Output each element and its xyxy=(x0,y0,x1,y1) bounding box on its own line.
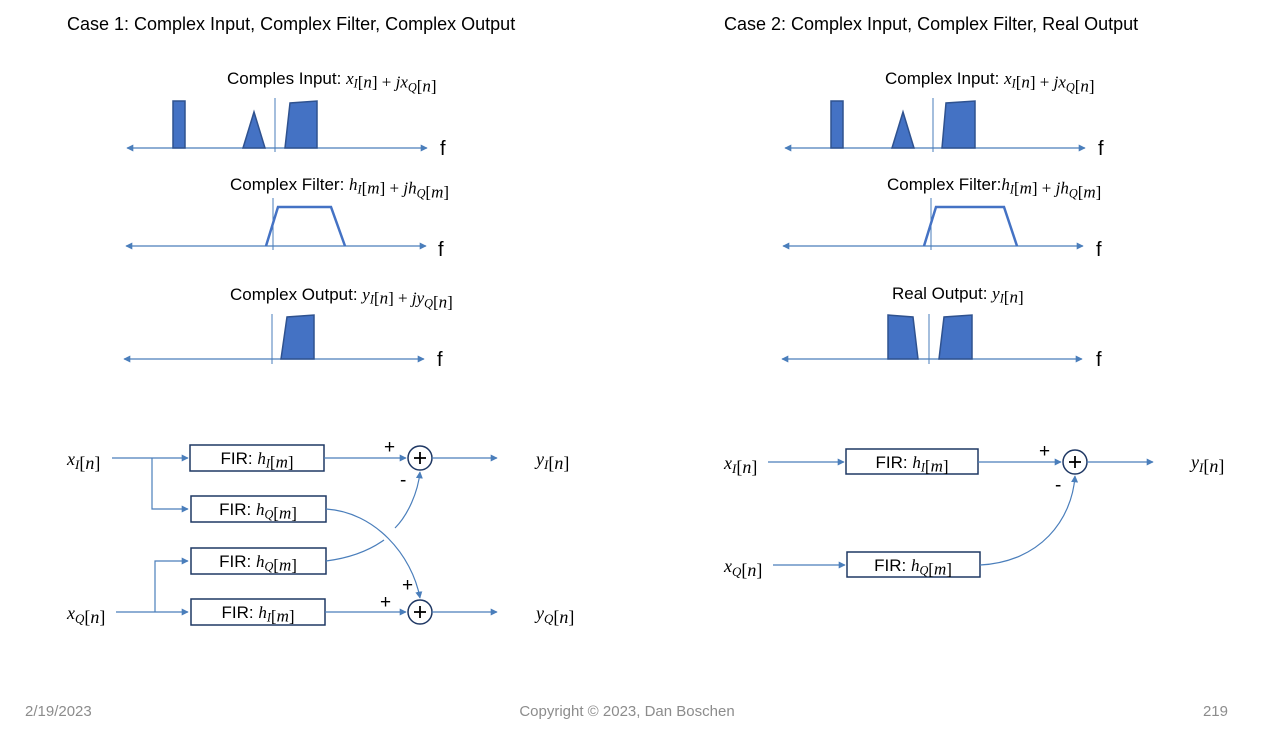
case1-output-label: Complex Output: yI[n] + jyQ[n] xyxy=(230,285,453,311)
case1-xQ-label: xQ[n] xyxy=(66,603,105,627)
case2-yI-label: yI[n] xyxy=(1189,452,1224,476)
case1-yI-label: yI[n] xyxy=(534,449,569,473)
svg-text:FIR: hQ[m]: FIR: hQ[m] xyxy=(874,556,952,579)
case2-minus: - xyxy=(1055,475,1061,496)
svg-text:FIR: hQ[m]: FIR: hQ[m] xyxy=(219,552,297,575)
case2-output-label: Real Output: yI[n] xyxy=(892,284,1024,307)
case1-output-trapezoid xyxy=(280,314,315,360)
case2-filter-label: Complex Filter:hI[m] + jhQ[m] xyxy=(887,175,1101,201)
case2-input-label: Complex Input: xI[n] + jxQ[n] xyxy=(885,69,1095,95)
case1-hQ-bottom-to-sum-top-upper xyxy=(394,471,423,529)
case1-fir-hQ-top: FIR: hQ[m] xyxy=(190,495,327,523)
case2-input-trapezoid xyxy=(941,100,976,149)
case2-xI-label: xI[n] xyxy=(723,453,757,477)
case1-xQ-branch xyxy=(154,557,189,612)
case1-output-expr: yI[n] + jyQ[n] xyxy=(360,285,453,311)
case1-hQ-bottom-to-sum-top xyxy=(325,539,385,562)
case2-title: Case 2: Complex Input, Complex Filter, R… xyxy=(724,14,1138,34)
case2-output-expr: yI[n] xyxy=(990,284,1023,307)
case2-input-triangle xyxy=(890,109,916,149)
svg-text:FIR: hQ[m]: FIR: hQ[m] xyxy=(219,500,297,523)
case1-input-narrow-tone xyxy=(172,100,186,149)
case2-input-narrow-tone xyxy=(830,100,844,149)
case1-input-triangle xyxy=(241,109,267,149)
case1-filter-label: Complex Filter: hI[m] + jhQ[m] xyxy=(230,175,449,201)
case1-fir-hI-top: FIR: hI[m] xyxy=(189,444,325,472)
case2-input-expr: xI[n] + jxQ[n] xyxy=(1003,69,1095,95)
case2-xQ-label: xQ[n] xyxy=(723,556,762,580)
case1-filter-axis-label: f xyxy=(438,239,444,261)
case1-yQ-label: yQ[n] xyxy=(534,603,574,627)
case1-minus-top: - xyxy=(400,470,406,491)
case2-sum xyxy=(1062,449,1088,475)
case1-xI-label: xI[n] xyxy=(66,449,100,473)
case1-plus-top: + xyxy=(384,437,395,458)
case1-plus-bottom-upper: + xyxy=(402,575,413,596)
case2-filter-axis-label: f xyxy=(1096,239,1102,261)
case1-plus-bottom-left: + xyxy=(380,592,391,613)
case1-fir-hQ-bottom: FIR: hQ[m] xyxy=(190,547,327,575)
case1-title: Case 1: Complex Input, Complex Filter, C… xyxy=(67,14,515,34)
case2-fir-hI: FIR: hI[m] xyxy=(845,448,979,476)
svg-text:FIR: hI[m]: FIR: hI[m] xyxy=(220,449,293,472)
case2-output-trapezoid-pos xyxy=(938,314,973,360)
case1-xI-branch xyxy=(151,458,189,513)
case1-input-label: Comples Input: xI[n] + jxQ[n] xyxy=(227,69,437,95)
case2-input-axis-label: f xyxy=(1098,138,1104,160)
case1-filter-response xyxy=(264,205,347,247)
case1-input-expr: xI[n] + jxQ[n] xyxy=(345,69,437,95)
case1-filter-expr: hI[m] + jhQ[m] xyxy=(349,175,449,201)
case2-fir-hQ: FIR: hQ[m] xyxy=(846,551,981,579)
case1-input-axis-label: f xyxy=(440,138,446,160)
svg-text:FIR: hI[m]: FIR: hI[m] xyxy=(221,603,294,626)
case2-output-axis-label: f xyxy=(1096,349,1102,371)
svg-text:FIR: hI[m]: FIR: hI[m] xyxy=(875,453,948,476)
case2-output-trapezoid-neg xyxy=(887,314,919,360)
case1-input-trapezoid xyxy=(284,100,318,149)
case1-fir-hI-bottom: FIR: hI[m] xyxy=(190,598,326,626)
footer-date: 2/19/2023 xyxy=(25,703,92,720)
case1-sum-top xyxy=(407,445,433,471)
case2-filter-response xyxy=(922,205,1019,247)
case2-plus: + xyxy=(1039,441,1050,462)
footer-page-number: 219 xyxy=(1203,703,1228,720)
case1-sum-bottom xyxy=(407,599,433,625)
case2-hQ-to-sum xyxy=(979,475,1079,566)
case2-filter-expr: hI[m] + jhQ[m] xyxy=(1001,175,1101,201)
case1-hQ-top-to-sum-bottom xyxy=(325,508,423,599)
case1-output-axis-label: f xyxy=(437,349,443,371)
footer-copyright: Copyright © 2023, Dan Boschen xyxy=(519,703,734,720)
